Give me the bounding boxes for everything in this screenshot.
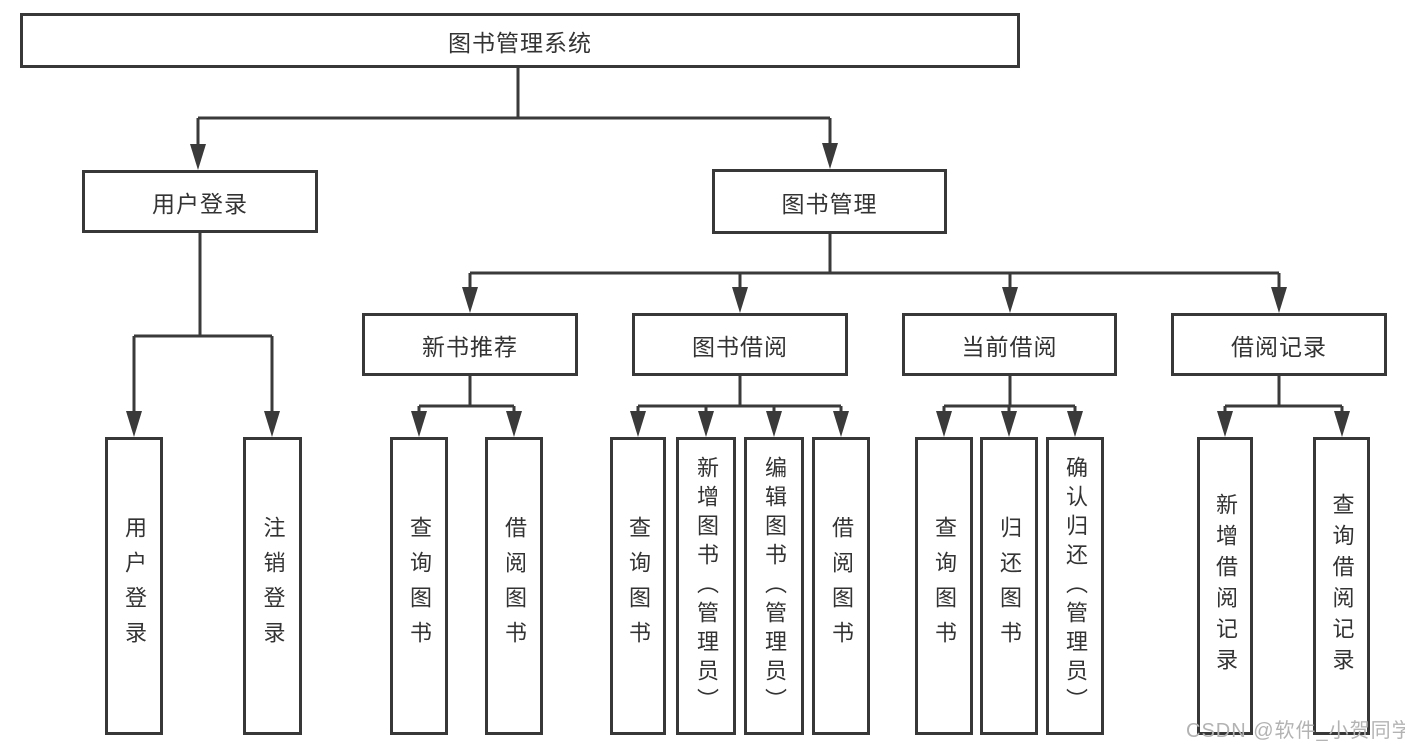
leaf-query-borrow-record: 查询借阅记录	[1313, 437, 1370, 735]
leaf-label: 注销登录	[260, 516, 286, 656]
node-label: 图书管理系统	[448, 29, 592, 56]
leaf-label: 借阅图书	[829, 516, 854, 656]
leaf-query-books-recommend: 查询图书	[390, 437, 448, 735]
leaf-label: 新增借阅记录	[1213, 493, 1238, 679]
node-label: 当前借阅	[961, 333, 1058, 360]
leaf-label: 借阅图书	[502, 516, 527, 656]
leaf-label: 确认归还（管理员）	[1063, 455, 1088, 717]
leaf-return-books: 归还图书	[980, 437, 1038, 735]
node-library-management-system: 图书管理系统	[20, 13, 1020, 68]
leaf-query-books-current: 查询图书	[915, 437, 973, 735]
node-label: 图书管理	[781, 190, 878, 217]
leaf-query-books-borrowing: 查询图书	[610, 437, 666, 735]
leaf-label: 新增图书（管理员）	[694, 455, 719, 717]
leaf-label: 查询图书	[932, 516, 957, 656]
node-label: 图书借阅	[692, 333, 788, 360]
leaf-label: 用户登录	[122, 516, 147, 656]
leaf-edit-books-admin: 编辑图书（管理员）	[744, 437, 804, 735]
leaf-add-books-admin: 新增图书（管理员）	[676, 437, 736, 735]
leaf-label: 归还图书	[997, 516, 1022, 656]
leaf-user-login: 用户登录	[105, 437, 163, 735]
leaf-borrow-books-recommend: 借阅图书	[485, 437, 543, 735]
leaf-borrow-books: 借阅图书	[812, 437, 870, 735]
node-book-borrowing: 图书借阅	[632, 313, 848, 376]
node-new-book-recommend: 新书推荐	[362, 313, 578, 376]
node-label: 用户登录	[152, 190, 248, 217]
leaf-label: 编辑图书（管理员）	[762, 455, 787, 717]
node-user-login: 用户登录	[82, 170, 318, 233]
node-current-borrowing: 当前借阅	[902, 313, 1117, 376]
node-book-management: 图书管理	[712, 169, 947, 234]
leaf-label: 查询借阅记录	[1329, 493, 1355, 679]
node-label: 借阅记录	[1231, 333, 1327, 360]
arrowheads	[126, 143, 1350, 437]
node-borrowing-records: 借阅记录	[1171, 313, 1387, 376]
leaf-label: 查询图书	[626, 516, 651, 656]
leaf-label: 查询图书	[407, 516, 432, 656]
node-label: 新书推荐	[422, 333, 518, 360]
leaf-logout: 注销登录	[243, 437, 302, 735]
leaf-confirm-return-admin: 确认归还（管理员）	[1046, 437, 1104, 735]
leaf-add-borrow-record: 新增借阅记录	[1197, 437, 1253, 735]
csdn-watermark: CSDN @软件_小贺同学	[1186, 720, 1405, 742]
